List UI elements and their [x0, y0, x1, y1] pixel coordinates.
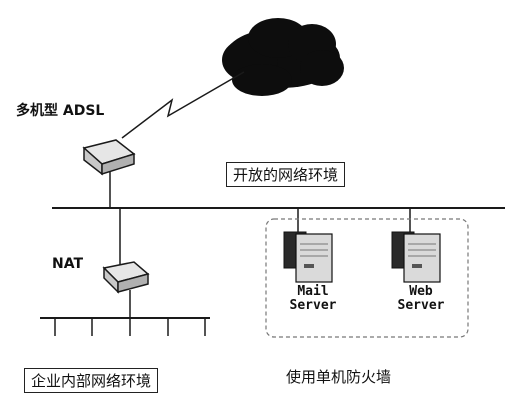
mail-server-label: Mail Server	[283, 285, 343, 313]
mail-server-label-line1: Mail	[297, 284, 329, 299]
nat-device-icon	[102, 261, 150, 294]
mail-server-label-line2: Server	[289, 298, 337, 313]
internal-lan-bus	[40, 317, 210, 336]
web-server-label-line1: Web	[409, 284, 433, 299]
adsl-label: 多机型 ADSL	[16, 103, 105, 119]
internet-cloud-icon	[222, 18, 344, 96]
mail-server-icon	[283, 231, 333, 283]
adsl-router-icon	[82, 139, 136, 176]
firewall-label: 使用单机防火墙	[286, 368, 392, 386]
web-server-label: Web Server	[391, 285, 451, 313]
web-server-label-line2: Server	[397, 298, 445, 313]
open-network-label: 开放的网络环境	[226, 162, 346, 187]
firewall-group-box	[265, 218, 469, 338]
web-server-icon	[391, 231, 441, 283]
nat-label: NAT	[52, 256, 84, 272]
internal-network-label: 企业内部网络环境	[24, 368, 159, 393]
wireless-link-icon	[121, 71, 245, 139]
